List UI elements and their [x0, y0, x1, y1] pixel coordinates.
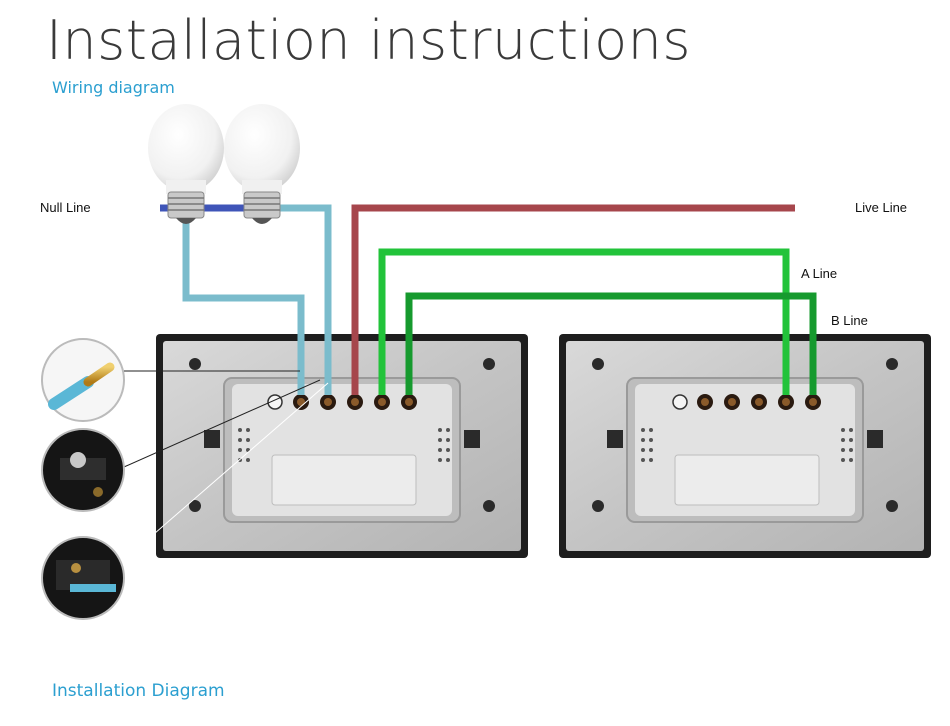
live-wire	[351, 204, 795, 395]
installation-diagram-caption: Installation Diagram	[52, 681, 225, 701]
detail-wire-insertion	[41, 536, 125, 620]
light-bulb-1	[148, 104, 224, 224]
live-line-label: Live Line	[855, 200, 908, 215]
b-line-wire	[405, 292, 817, 395]
switch-panel-right	[559, 334, 931, 558]
switch-panel-left	[156, 334, 528, 558]
b-line-label: B Line	[831, 313, 868, 328]
detail-terminal-screw	[41, 428, 125, 512]
load-wire-1	[182, 222, 305, 395]
detail-stripped-wire	[41, 338, 125, 422]
diagram-subtitle: Wiring diagram	[52, 78, 175, 97]
a-line-label: A Line	[801, 266, 838, 281]
load-wire-2	[262, 204, 332, 395]
null-line-label: Null Line	[40, 200, 91, 215]
page-title: Installation instructions	[46, 9, 691, 72]
light-bulb-2	[224, 104, 300, 224]
a-line-wire	[378, 248, 790, 395]
